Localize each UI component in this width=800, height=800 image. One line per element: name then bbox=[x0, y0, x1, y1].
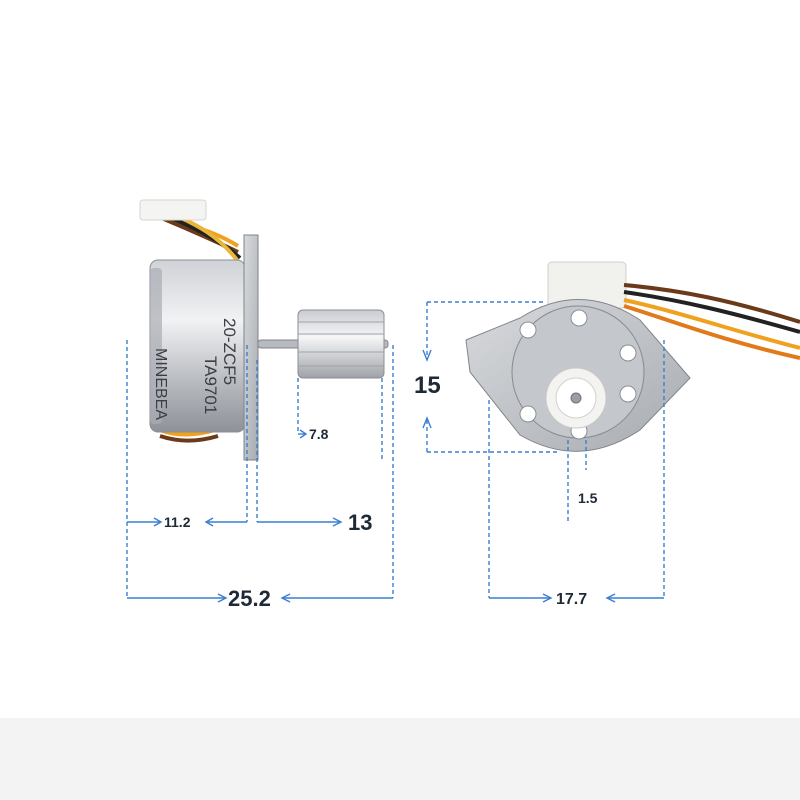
brand-marking: MINEBEA bbox=[152, 348, 169, 420]
dimension-lines bbox=[126, 301, 665, 598]
dimension-arrows bbox=[127, 349, 664, 603]
batch-code-marking: TA9701 bbox=[201, 356, 220, 414]
pinion-gear-side bbox=[297, 309, 385, 379]
dimension-height: 15 bbox=[414, 372, 441, 399]
model-code-marking: 20-ZCF5 bbox=[220, 318, 239, 385]
front-view-motor bbox=[465, 261, 800, 452]
dimension-gear-length: 7.8 bbox=[309, 426, 329, 442]
dimension-body-width: 11.2 bbox=[164, 514, 191, 530]
bottom-band bbox=[0, 718, 800, 800]
side-view-motor: 20-ZCF5 TA9701 MINEBEA bbox=[139, 199, 389, 461]
dimension-flange-width: 17.7 bbox=[556, 591, 588, 608]
dimension-shaft-diameter: 1.5 bbox=[578, 490, 598, 506]
dimension-shaft-length: 13 bbox=[348, 510, 373, 535]
dimension-total-length: 25.2 bbox=[228, 586, 271, 611]
pinion-gear-front bbox=[545, 367, 607, 429]
mounting-plate bbox=[243, 234, 259, 461]
